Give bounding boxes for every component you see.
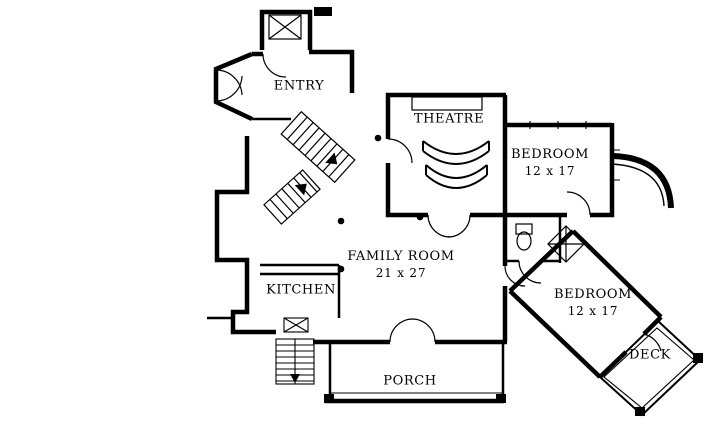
deck-outline — [598, 319, 702, 417]
main-staircase — [280, 110, 356, 184]
room-label-bedroom-lower: BEDROOM 12 x 17 — [554, 287, 632, 319]
room-label-family-room: FAMILY ROOM 21 x 27 — [347, 249, 454, 281]
room-label-porch: PORCH — [383, 373, 437, 389]
interior-walls — [207, 117, 562, 401]
room-label-bedroom-upper: BEDROOM 12 x 17 — [511, 147, 589, 179]
room-dimensions: 21 x 27 — [375, 265, 427, 280]
curved-wall — [611, 153, 674, 209]
room-label-entry: ENTRY — [273, 78, 325, 94]
room-dimensions: 12 x 17 — [567, 303, 619, 318]
stoop-block — [314, 7, 332, 16]
lower-staircase — [263, 169, 321, 225]
room-name: BEDROOM — [510, 146, 590, 162]
room-name: FAMILY ROOM — [347, 248, 455, 264]
window-ticks — [529, 121, 620, 181]
theatre-screen — [411, 96, 483, 111]
room-name: BEDROOM — [553, 286, 633, 302]
basement-staircase — [275, 338, 315, 385]
room-label-theatre: THEATRE — [413, 111, 485, 127]
bath-fixtures — [515, 223, 585, 263]
kitchen-fixture-hatch — [283, 317, 309, 333]
vestibule-hatch — [268, 14, 302, 40]
room-label-kitchen: KITCHEN — [266, 282, 336, 298]
exterior-walls — [213, 9, 663, 404]
door-swings — [215, 53, 662, 352]
room-label-deck: DECK — [629, 347, 671, 363]
room-dimensions: 12 x 17 — [524, 163, 576, 178]
theatre-seats — [422, 140, 490, 189]
posts — [324, 134, 703, 416]
